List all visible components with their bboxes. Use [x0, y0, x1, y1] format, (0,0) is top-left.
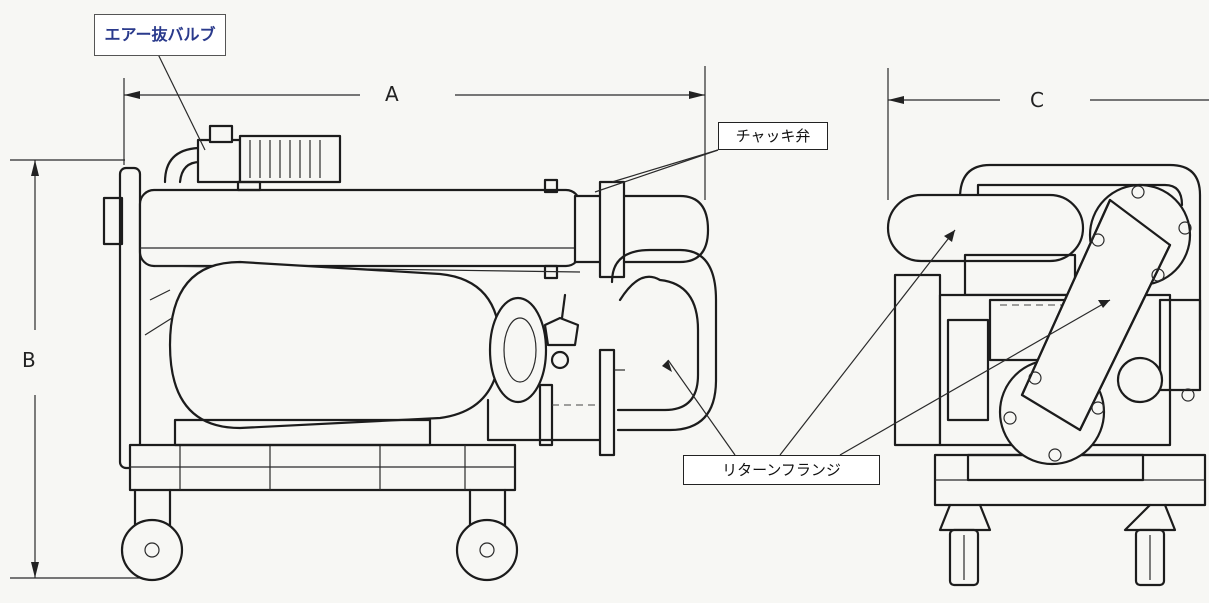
- return-pipe: [610, 248, 718, 432]
- pump-coupling: [488, 296, 548, 404]
- front-tank: [886, 193, 1085, 263]
- leader-lines: [154, 47, 1111, 456]
- return-flange-label: リターンフランジ: [683, 455, 880, 485]
- dimension-c-line: [887, 68, 1209, 200]
- side-view: [10, 66, 718, 582]
- dimension-b-label: B: [22, 348, 37, 372]
- return-flange-side: [598, 348, 616, 457]
- upper-tank: [138, 188, 582, 268]
- check-valve-label: チャッキ弁: [718, 122, 828, 150]
- dimension-a-label: A: [385, 82, 400, 106]
- diagonal-pipe: [998, 183, 1195, 466]
- wheel-rear: [455, 488, 519, 582]
- motor-body: [168, 260, 502, 430]
- front-wheel-right: [1123, 503, 1177, 587]
- air-vent-valve-assembly: [163, 124, 342, 192]
- front-wheel-left: [938, 503, 992, 587]
- air-vent-valve-label: エアー抜バルブ: [94, 14, 226, 56]
- wheel-front: [120, 488, 184, 582]
- front-view: [886, 68, 1209, 587]
- dimension-c-label: C: [1030, 88, 1045, 112]
- dimension-b-line: [10, 159, 150, 579]
- dimension-a-line: [123, 66, 706, 200]
